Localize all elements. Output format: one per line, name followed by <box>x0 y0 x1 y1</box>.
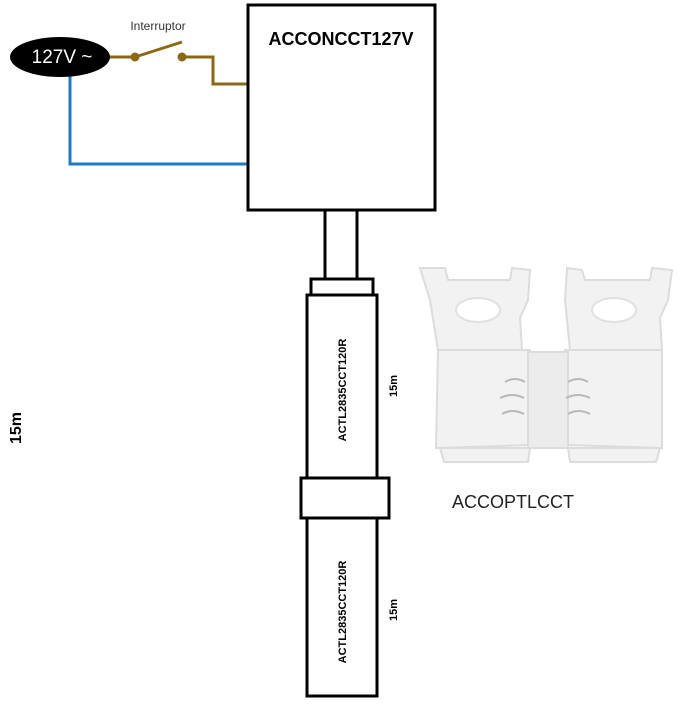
connector-right-body <box>563 349 663 450</box>
power-source <box>10 37 110 77</box>
strip-1-length: 15m <box>388 375 400 397</box>
strip-joint <box>299 476 391 520</box>
contact-right-3 <box>567 410 591 415</box>
live-wire <box>108 40 248 86</box>
neutral-wire <box>68 76 248 166</box>
connector-left-hole <box>455 297 501 323</box>
contact-right-1 <box>567 378 589 383</box>
feed-cable <box>323 208 359 282</box>
connector-right-hole <box>591 297 637 323</box>
strip-2-label: ACTL2835CCT120R <box>337 561 349 664</box>
contact-left-2 <box>499 394 525 399</box>
connector-illustration <box>418 266 674 463</box>
live-wire-segment-2 <box>182 55 248 86</box>
connector-bridge <box>527 351 569 449</box>
switch-contact-right <box>177 52 187 62</box>
connector-right-foot <box>566 447 662 463</box>
contact-left-1 <box>504 378 526 383</box>
controller-box <box>246 3 437 212</box>
switch-contact-left <box>130 52 140 62</box>
controller-label: ACCONCCT127V <box>268 29 413 49</box>
led-strip-2 <box>305 516 379 698</box>
strip-end-cap <box>309 277 375 297</box>
contact-left-3 <box>501 410 525 415</box>
contact-right-2 <box>565 394 591 399</box>
connector-left-body <box>434 349 534 450</box>
power-source-label: 127V ~ <box>32 47 93 68</box>
strip-1-label: ACTL2835CCT120R <box>337 339 349 442</box>
total-length-label: 15m <box>8 412 25 444</box>
connector-contacts <box>499 378 591 415</box>
connector-left-foot <box>438 447 532 463</box>
switch-label: Interruptor <box>130 19 185 33</box>
connector-label: ACCOPTLCCT <box>452 492 574 512</box>
strip-2-length: 15m <box>388 599 400 621</box>
switch-lever <box>134 40 183 59</box>
